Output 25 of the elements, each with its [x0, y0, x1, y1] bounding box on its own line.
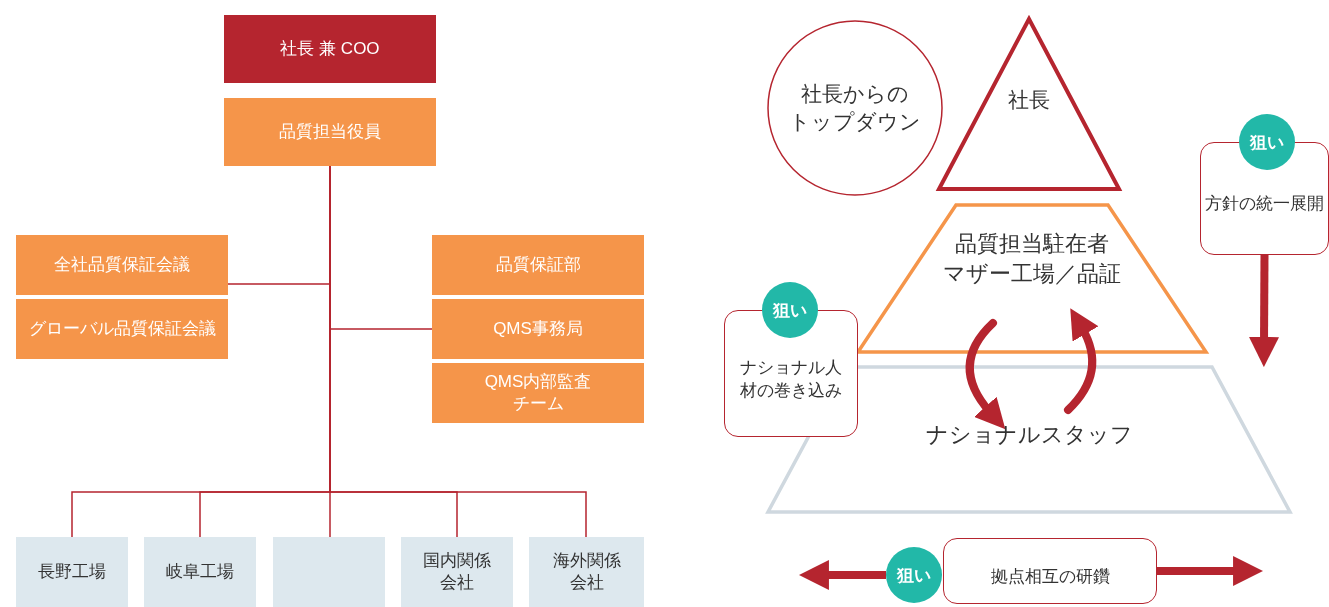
site-box: 国内関係会社	[401, 537, 513, 607]
shape-label: マザー工場／品証	[943, 259, 1121, 288]
arrow	[798, 560, 886, 590]
org-box: 品質担当役員	[224, 98, 436, 166]
org-box: 品質保証部	[432, 235, 644, 295]
org-box: 全社品質保証会議	[16, 235, 228, 295]
shape-label: 社長からのトップダウン	[789, 80, 921, 135]
goal-badge: 狙い	[1239, 114, 1295, 170]
shape-label: ナショナルスタッフ	[925, 420, 1133, 449]
goal-badge: 狙い	[762, 282, 818, 338]
site-box: 岐阜工場	[144, 537, 256, 607]
org-box: QMS内部監査チーム	[432, 363, 644, 423]
org-box: グローバル品質保証会議	[16, 299, 228, 359]
shape-label: 社長	[1008, 87, 1050, 113]
site-box: 海外関係会社	[529, 537, 644, 607]
shape-label: 品質担当駐在者	[955, 229, 1109, 258]
goal-card: 拠点相互の研鑽	[943, 538, 1157, 604]
arrow	[1157, 556, 1264, 586]
site-box: 長野工場	[16, 537, 128, 607]
org-box: 社長 兼 COO	[224, 15, 436, 83]
site-box	[273, 537, 385, 607]
arrow	[1249, 254, 1280, 368]
arrow	[965, 319, 1005, 430]
goal-badge: 狙い	[886, 547, 942, 603]
org-box: QMS事務局	[432, 299, 644, 359]
